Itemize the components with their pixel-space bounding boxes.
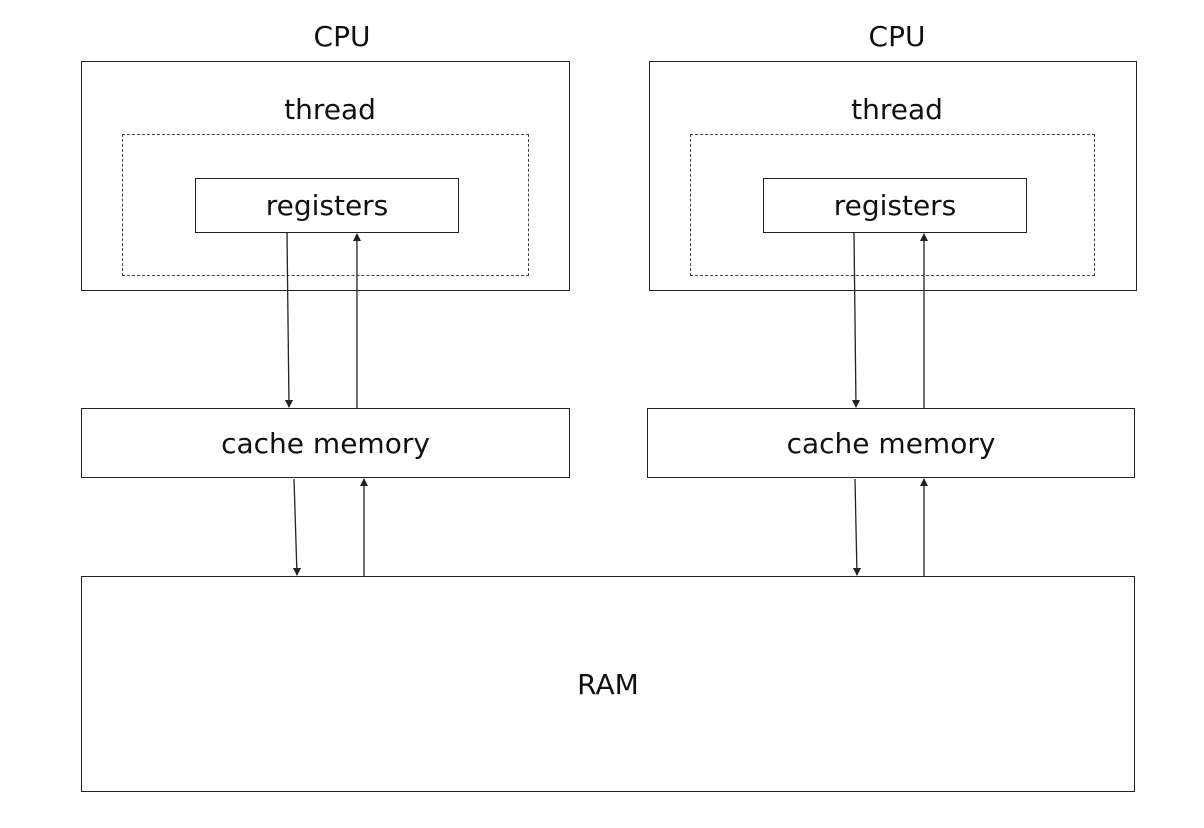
thread-label-2: thread	[851, 93, 943, 126]
cache-memory-box-2: cache memory	[647, 408, 1135, 478]
cache-memory-box-1: cache memory	[81, 408, 570, 478]
thread-region-1	[122, 134, 529, 276]
registers-box-2: registers	[763, 178, 1027, 233]
cpu-label-2: CPU	[868, 20, 926, 53]
ram-box: RAM	[81, 576, 1135, 792]
arrow-registers-to-cache-1	[285, 232, 293, 408]
registers-box-1: registers	[195, 178, 459, 233]
thread-region-2	[690, 134, 1095, 276]
cpu-box-2	[649, 61, 1137, 291]
ram-label: RAM	[577, 667, 639, 701]
arrow-registers-to-cache-2	[852, 232, 860, 408]
registers-label-1: registers	[265, 189, 389, 222]
thread-label-1: thread	[284, 93, 376, 126]
cpu-box-1	[81, 61, 570, 291]
arrow-cache-to-ram-2	[853, 478, 861, 576]
cache-memory-label-2: cache memory	[786, 426, 996, 460]
registers-label-2: registers	[833, 189, 957, 222]
cpu-label-1: CPU	[313, 20, 371, 53]
cache-memory-label-1: cache memory	[221, 426, 430, 460]
arrow-cache-to-ram-1	[293, 478, 301, 576]
